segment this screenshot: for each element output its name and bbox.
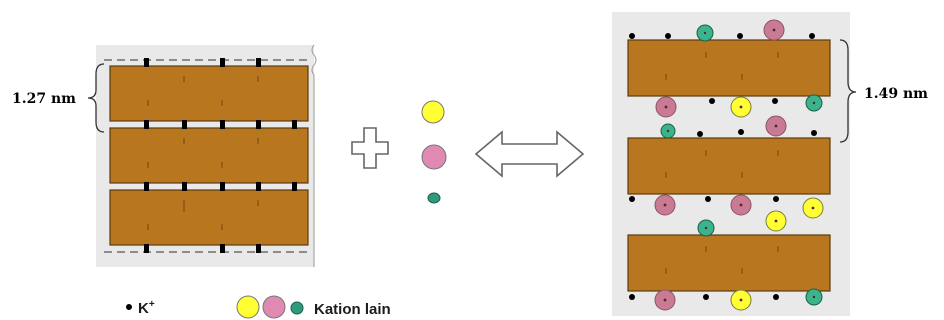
- left-clay-layer-1: [109, 65, 309, 122]
- legend-other-cations-label: Kation lain: [314, 301, 391, 318]
- right-clay-panel: 1.49 nm: [612, 12, 928, 316]
- legend: K+ Kation lain: [126, 295, 391, 319]
- right-layer-tick-marks: [665, 52, 779, 274]
- plus-sign: [351, 127, 389, 169]
- left-clay-layer-3: [109, 189, 309, 246]
- right-spacing-label: 1.49 nm: [864, 86, 928, 102]
- legend-yellow-cation-icon: [236, 295, 260, 319]
- right-cation-centres: [663, 28, 816, 302]
- free-cation-pink: [421, 144, 447, 170]
- legend-teal-cation-icon: [290, 301, 304, 315]
- legend-potassium-dot: [126, 304, 132, 310]
- left-clay-layer-2: [109, 127, 309, 184]
- free-cation-teal: [427, 192, 441, 204]
- left-layer-tick-marks: [147, 76, 259, 230]
- left-panel-torn-edge: [311, 44, 317, 267]
- free-cation-yellow: [421, 100, 445, 124]
- left-clay-panel: 1.27 nm: [12, 44, 317, 267]
- right-spacing-brace: [839, 39, 857, 143]
- right-clay-layer-3: [627, 234, 831, 292]
- legend-pink-cation-icon: [262, 295, 286, 319]
- right-clay-layer-1: [627, 39, 831, 97]
- right-potassium-ions: [629, 33, 817, 300]
- left-potassium-ions: [144, 58, 297, 253]
- right-clay-layer-2: [627, 137, 831, 195]
- reversible-double-arrow: [474, 130, 585, 178]
- legend-potassium-label: K+: [138, 299, 155, 317]
- free-cations: [421, 100, 447, 204]
- left-spacing-label: 1.27 nm: [12, 91, 76, 107]
- left-spacing-brace: [87, 63, 105, 133]
